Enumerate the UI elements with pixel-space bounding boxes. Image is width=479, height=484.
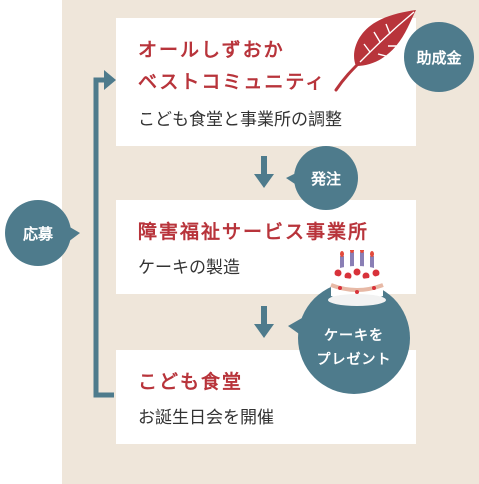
coordinator-title-line2: ベストコミュニティ <box>138 71 327 93</box>
kids-cafeteria-title: こども食堂 <box>138 371 244 393</box>
down-arrow-1-head <box>254 174 274 188</box>
apply-loop-line <box>93 77 114 398</box>
cake-icon <box>328 250 386 306</box>
order-label: 発注 <box>310 169 341 188</box>
feather-icon <box>334 10 416 92</box>
grant-label: 助成金 <box>416 48 462 67</box>
coordinator-title-line1: オールしずおか <box>138 39 285 61</box>
down-arrow-2-head <box>254 324 274 338</box>
apply-label: 応募 <box>22 224 53 243</box>
order-badge: 発注 <box>294 146 358 210</box>
grant-badge: 助成金 <box>404 22 474 92</box>
kids-cafeteria-description: お誕生日会を開催 <box>138 408 274 428</box>
down-arrow-2-shaft <box>261 306 267 326</box>
apply-loop-arrowhead <box>104 70 116 90</box>
coordinator-description: こども食堂と事業所の調整 <box>138 110 342 130</box>
down-arrow-1-shaft <box>261 156 267 176</box>
apply-badge: 応募 <box>5 200 71 266</box>
welfare-office-title: 障害福祉サービス事業所 <box>138 221 370 243</box>
apply-pointer <box>68 226 80 242</box>
welfare-office-description: ケーキの製造 <box>138 258 240 278</box>
step-box-welfare-office: 障害福祉サービス事業所 ケーキの製造 <box>116 200 416 294</box>
cake-present-label-line1: ケーキを <box>324 328 384 344</box>
step-box-kids-cafeteria: こども食堂 お誕生日会を開催 <box>116 350 416 444</box>
cake-present-label-line2: プレゼント <box>316 352 392 368</box>
